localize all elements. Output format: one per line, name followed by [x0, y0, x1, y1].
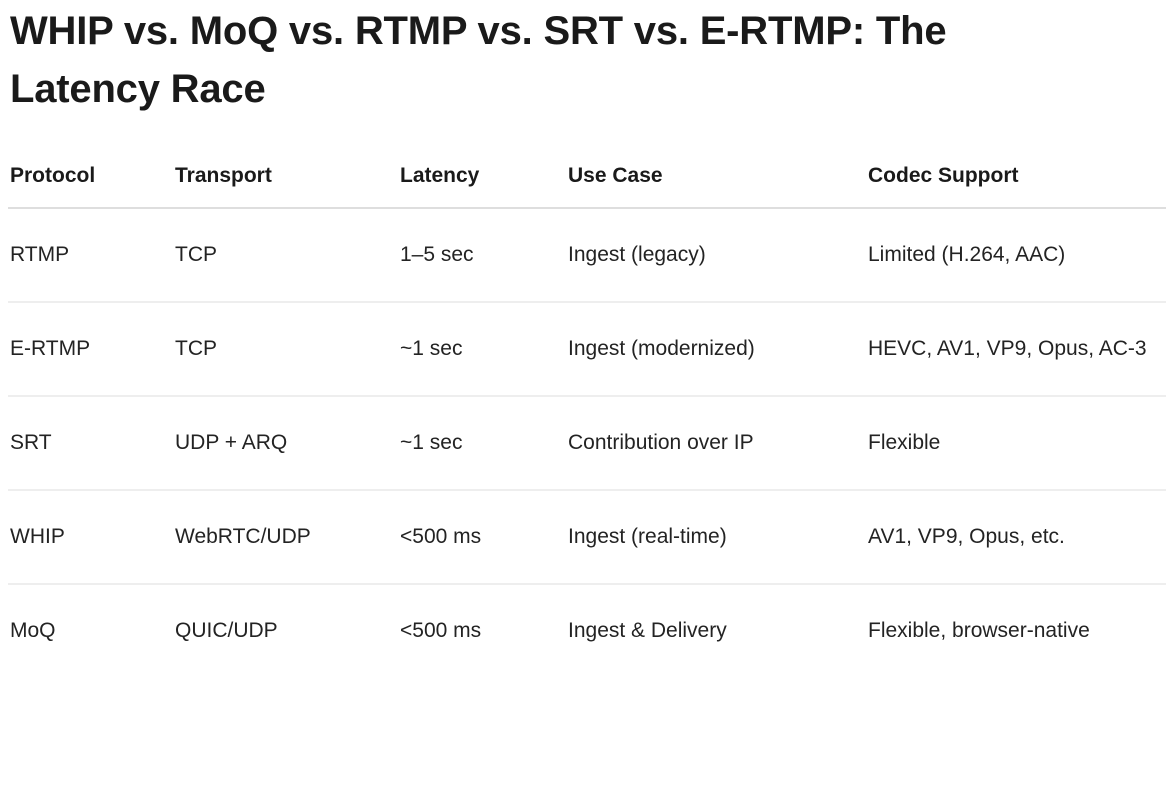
cell-value: <500 ms — [400, 525, 482, 548]
column-header-transport: Transport — [173, 162, 398, 209]
cell-value: Flexible, browser-native — [868, 619, 1090, 642]
cell-transport: TCP — [173, 208, 398, 303]
cell-value: <500 ms — [400, 619, 482, 642]
cell-codec-support: Flexible — [866, 396, 1166, 491]
cell-value: Ingest (real-time) — [568, 525, 727, 548]
cell-value: ~1 sec — [400, 431, 463, 454]
cell-value: ~1 sec — [400, 337, 463, 360]
table-row: E-RTMP TCP ~1 sec Ingest (modernized) HE… — [8, 302, 1166, 397]
cell-value: UDP + ARQ — [175, 431, 288, 454]
cell-codec-support: HEVC, AV1, VP9, Opus, AC-3 — [866, 302, 1166, 397]
column-header-protocol: Protocol — [8, 162, 173, 209]
table-row: RTMP TCP 1–5 sec Ingest (legacy) Limited… — [8, 208, 1166, 303]
cell-value: E-RTMP — [10, 337, 91, 360]
cell-use-case: Ingest (real-time) — [566, 490, 866, 585]
cell-latency: ~1 sec — [398, 396, 566, 491]
table-row: WHIP WebRTC/UDP <500 ms Ingest (real-tim… — [8, 490, 1166, 585]
table-body: RTMP TCP 1–5 sec Ingest (legacy) Limited… — [8, 208, 1166, 677]
table-row: SRT UDP + ARQ ~1 sec Contribution over I… — [8, 396, 1166, 491]
cell-transport: TCP — [173, 302, 398, 397]
cell-use-case: Contribution over IP — [566, 396, 866, 491]
column-header-latency: Latency — [398, 162, 566, 209]
cell-protocol: E-RTMP — [8, 302, 173, 397]
cell-protocol: WHIP — [8, 490, 173, 585]
cell-protocol: RTMP — [8, 208, 173, 303]
cell-value: QUIC/UDP — [175, 619, 278, 642]
cell-codec-support: AV1, VP9, Opus, etc. — [866, 490, 1166, 585]
cell-value: Ingest & Delivery — [568, 619, 727, 642]
cell-latency: ~1 sec — [398, 302, 566, 397]
cell-value: Contribution over IP — [568, 431, 754, 454]
cell-transport: QUIC/UDP — [173, 584, 398, 677]
cell-value: MoQ — [10, 619, 56, 642]
cell-latency: <500 ms — [398, 584, 566, 677]
cell-use-case: Ingest & Delivery — [566, 584, 866, 677]
cell-codec-support: Limited (H.264, AAC) — [866, 208, 1166, 303]
cell-value: TCP — [175, 243, 217, 266]
cell-use-case: Ingest (modernized) — [566, 302, 866, 397]
table-row: MoQ QUIC/UDP <500 ms Ingest & Delivery F… — [8, 584, 1166, 677]
cell-value: AV1, VP9, Opus, etc. — [868, 525, 1065, 548]
cell-transport: WebRTC/UDP — [173, 490, 398, 585]
cell-latency: <500 ms — [398, 490, 566, 585]
cell-value: TCP — [175, 337, 217, 360]
cell-use-case: Ingest (legacy) — [566, 208, 866, 303]
cell-protocol: SRT — [8, 396, 173, 491]
cell-codec-support: Flexible, browser-native — [866, 584, 1166, 677]
cell-transport: UDP + ARQ — [173, 396, 398, 491]
table-header: Protocol Transport Latency Use Case Code… — [8, 162, 1166, 209]
cell-value: 1–5 sec — [400, 243, 474, 266]
cell-value: Limited (H.264, AAC) — [868, 243, 1066, 266]
cell-value: Ingest (modernized) — [568, 337, 755, 360]
cell-value: Ingest (legacy) — [568, 243, 706, 266]
cell-value: WebRTC/UDP — [175, 525, 311, 548]
table-header-row: Protocol Transport Latency Use Case Code… — [8, 162, 1166, 209]
cell-value: HEVC, AV1, VP9, Opus, AC-3 — [868, 337, 1147, 360]
page-title: WHIP vs. MoQ vs. RTMP vs. SRT vs. E-RTMP… — [10, 9, 947, 111]
cell-value: RTMP — [10, 243, 70, 266]
cell-protocol: MoQ — [8, 584, 173, 677]
protocol-comparison-table: Protocol Transport Latency Use Case Code… — [8, 162, 1166, 677]
cell-value: WHIP — [10, 525, 65, 548]
cell-value: Flexible — [868, 431, 941, 454]
cell-latency: 1–5 sec — [398, 208, 566, 303]
column-header-use-case: Use Case — [566, 162, 866, 209]
column-header-codec-support: Codec Support — [866, 162, 1166, 209]
cell-value: SRT — [10, 431, 52, 454]
